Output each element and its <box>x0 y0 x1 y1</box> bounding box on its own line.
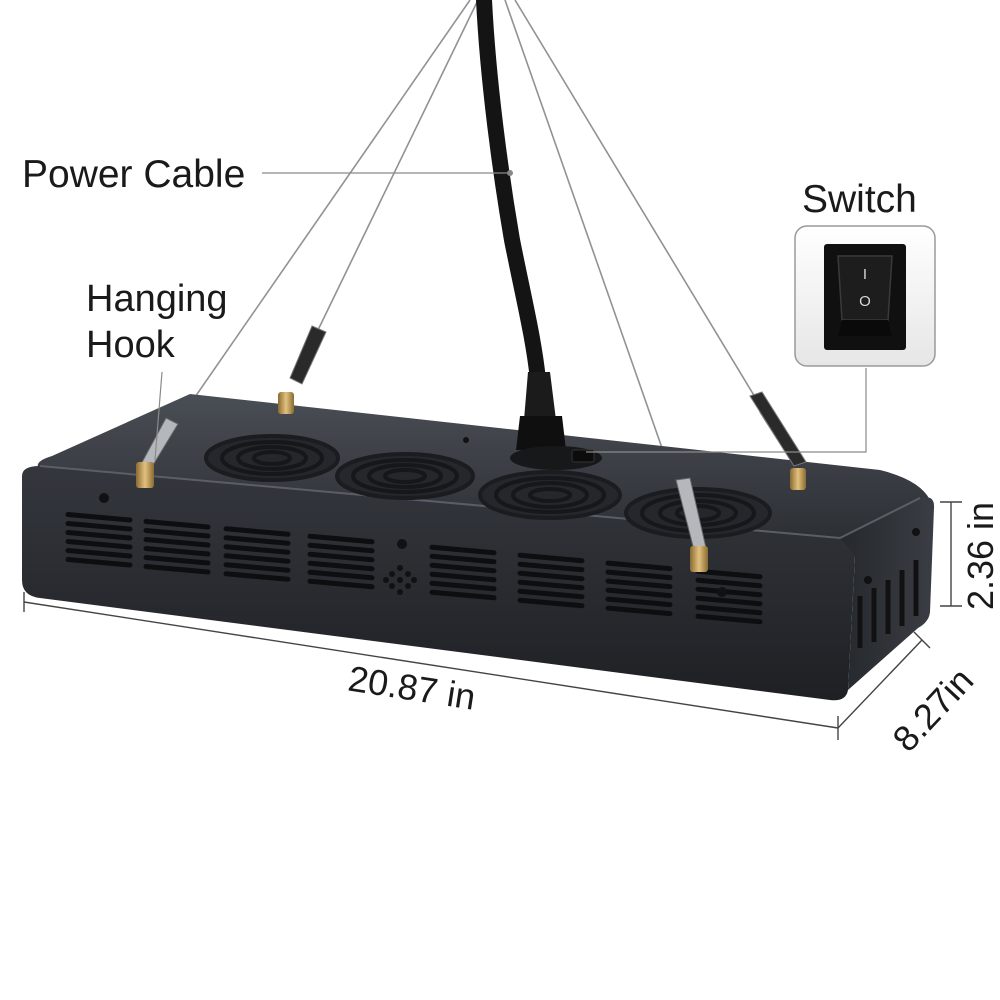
vent-group-5 <box>429 544 497 601</box>
vent-slot <box>695 568 763 580</box>
vent-slot <box>65 512 133 523</box>
vent-group-4 <box>307 533 375 590</box>
vent-slot <box>429 544 497 556</box>
switch-rocker-lower <box>838 320 892 336</box>
vent-slot <box>143 555 211 566</box>
power-cable-strain-relief <box>524 372 556 420</box>
vent-slot <box>223 535 291 546</box>
vent-slot <box>695 595 763 607</box>
vent-slot <box>65 539 133 550</box>
hanging-wire-front-left <box>149 0 471 463</box>
vent-slot <box>307 578 375 590</box>
side-ventilation-grille <box>857 560 919 648</box>
vent-slot <box>429 553 497 565</box>
vent-slot <box>429 580 497 592</box>
vent-slot <box>695 577 763 589</box>
top-indicator-hole <box>463 437 469 443</box>
height-dimension-label: 2.36 in <box>960 502 1000 610</box>
vent-group-3 <box>223 526 291 582</box>
switch-label: Switch <box>802 178 917 221</box>
vent-group-1 <box>65 512 133 568</box>
depth-dimension-label: 8.27in <box>884 660 981 760</box>
vent-slot <box>307 560 375 572</box>
vent-slot <box>517 570 585 582</box>
vent-slot <box>307 569 375 581</box>
vent-slot <box>223 571 291 582</box>
vent-slot <box>517 579 585 591</box>
hanging-hook-label-line2: Hook <box>86 324 176 366</box>
hanging-hook-front-right <box>675 477 708 572</box>
vent-slot <box>605 569 673 581</box>
vent-slot <box>223 553 291 564</box>
vent-slot <box>65 530 133 541</box>
switch-inset: I O <box>794 225 936 367</box>
hanging-hook-back-left <box>278 325 327 414</box>
dimension-height <box>940 501 962 607</box>
vent-slot <box>143 528 211 539</box>
vent-slot <box>65 521 133 532</box>
vent-slot <box>143 546 211 557</box>
cooling-fan-2 <box>335 452 475 500</box>
vent-slot <box>605 560 673 572</box>
rocker-switch-on-housing <box>571 449 595 463</box>
hanging-wire-back-left <box>317 0 479 331</box>
vent-slot <box>65 548 133 559</box>
hanging-hook-leader-line <box>154 371 163 461</box>
switch-leader-line <box>586 368 867 453</box>
vent-slot <box>143 564 211 575</box>
vent-slot <box>517 597 585 609</box>
vent-group-6 <box>517 552 585 609</box>
hanging-hook-front-left <box>136 417 179 488</box>
hanging-hook-back-right <box>749 391 807 490</box>
switch-on-mark: I <box>863 266 867 283</box>
vent-slot <box>605 587 673 599</box>
vent-group-8 <box>695 568 763 625</box>
hanging-hooks <box>136 325 807 572</box>
power-cable-label: Power Cable <box>22 153 245 196</box>
vent-slot <box>143 537 211 548</box>
vent-slot <box>65 557 133 568</box>
vent-slot <box>605 605 673 617</box>
vent-slot <box>695 586 763 598</box>
housing-edge-highlight <box>39 465 921 540</box>
front-speaker-grille <box>383 565 417 595</box>
power-cable-assembly <box>476 0 602 470</box>
power-cable-leader-dot <box>507 170 513 176</box>
vent-group-7 <box>605 560 673 617</box>
vent-slot <box>429 589 497 601</box>
length-dimension-label: 20.87 in <box>345 658 478 718</box>
vent-slot <box>517 552 585 564</box>
power-cable <box>476 0 546 388</box>
switch-off-mark: O <box>859 293 871 310</box>
cooling-fans <box>204 434 772 539</box>
vent-slot <box>223 526 291 537</box>
vent-slot <box>605 578 673 590</box>
vent-slot <box>517 588 585 600</box>
cooling-fan-3 <box>478 470 622 520</box>
hanging-wire-front-right <box>504 0 683 506</box>
vent-slot <box>307 551 375 563</box>
vent-slot <box>517 561 585 573</box>
cooling-fan-1 <box>204 434 340 482</box>
vent-group-2 <box>143 519 211 575</box>
vent-slot <box>307 542 375 554</box>
vent-slot <box>429 562 497 574</box>
vent-slot <box>143 519 211 530</box>
vent-slot <box>223 544 291 555</box>
power-plug <box>516 416 566 450</box>
front-screws <box>99 493 920 597</box>
vent-slot <box>695 613 763 625</box>
hanging-hook-label-line1: Hanging <box>86 278 228 320</box>
front-ventilation-grilles <box>65 512 763 625</box>
vent-slot <box>307 533 375 545</box>
vent-slot <box>605 596 673 608</box>
vent-slot <box>429 571 497 583</box>
dimension-depth <box>837 631 931 729</box>
hanging-wire-back-right <box>514 0 791 456</box>
vent-slot <box>223 562 291 573</box>
vent-slot <box>695 604 763 616</box>
